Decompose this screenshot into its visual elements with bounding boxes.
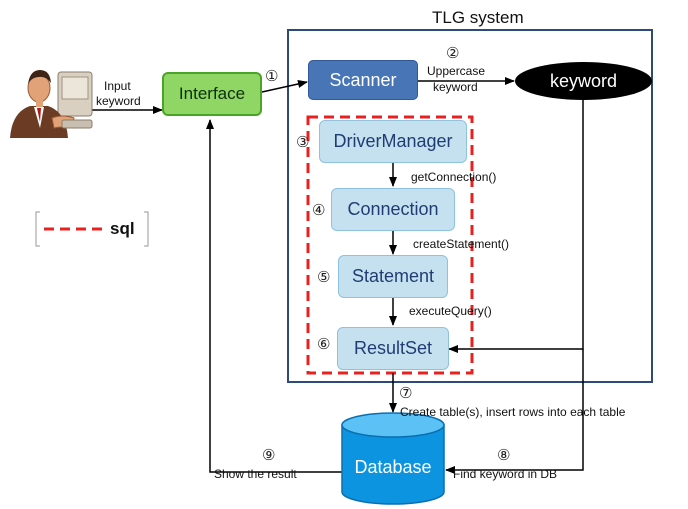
database-cylinder: [341, 412, 445, 505]
find-keyword-label: Find keyword in DB: [453, 467, 558, 481]
input-keyword-label-line1: Input: [104, 79, 131, 93]
input-keyword-label-line2: keyword: [96, 94, 141, 108]
step-7-marker: ⑦: [399, 384, 413, 402]
uppercase-keyword-label-line1: Uppercase: [427, 64, 486, 78]
create-tables-label: Create table(s), insert rows into each t…: [400, 405, 626, 419]
step-8-marker: ⑧: [497, 446, 511, 464]
scanner-node[interactable]: Scanner: [308, 60, 418, 100]
step-9-marker: ⑨: [262, 446, 276, 464]
statement-node[interactable]: Statement: [338, 255, 448, 298]
step-4-marker: ④: [312, 201, 326, 219]
arrow-database-to-interface: [206, 119, 342, 473]
step-2-marker: ②: [446, 44, 460, 62]
keyword-node[interactable]: keyword: [515, 62, 652, 100]
legend-label: sql: [110, 219, 135, 238]
step-6-marker: ⑥: [317, 335, 331, 353]
legend-bracket: [35, 211, 149, 247]
user-at-computer-icon: [10, 70, 93, 138]
driver-manager-node[interactable]: DriverManager: [319, 120, 467, 163]
step-1-marker: ①: [265, 67, 279, 85]
step-3-marker: ③: [296, 133, 310, 151]
connection-node[interactable]: Connection: [331, 188, 455, 231]
execute-query-label: executeQuery(): [409, 304, 492, 318]
tlg-system-frame: [287, 29, 653, 383]
get-connection-label: getConnection(): [411, 170, 497, 184]
uppercase-keyword-label-line2: keyword: [433, 80, 478, 94]
arrow-interface-to-scanner: [261, 80, 308, 93]
result-set-node[interactable]: ResultSet: [337, 327, 449, 370]
create-statement-label: createStatement(): [413, 237, 510, 251]
database-label[interactable]: Database: [354, 456, 432, 477]
show-result-label: Show the result: [214, 467, 297, 481]
sql-group-frame: [306, 115, 474, 375]
step-5-marker: ⑤: [317, 268, 331, 286]
interface-node[interactable]: Interface: [162, 72, 262, 116]
system-title: TLG system: [432, 8, 524, 27]
arrow-keyword-to-database: [445, 349, 584, 474]
